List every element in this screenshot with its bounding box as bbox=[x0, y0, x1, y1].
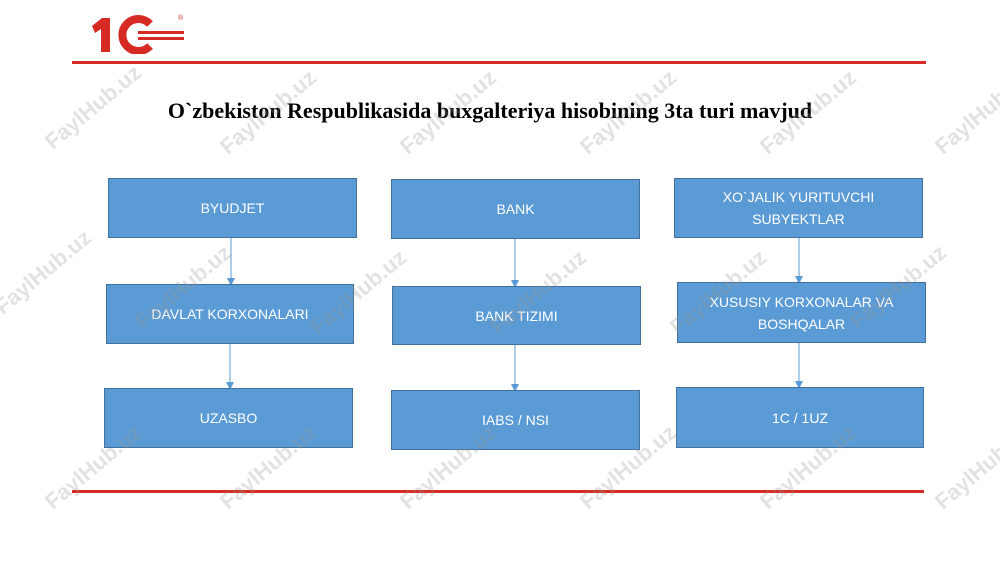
box-xojalik-yurituvchi-subyektlar: XO`JALIK YURITUVCHI SUBYEKTLAR bbox=[674, 178, 923, 238]
box-byudjet: BYUDJET bbox=[108, 178, 357, 238]
box-bank: BANK bbox=[391, 179, 640, 239]
box-bank-tizimi: BANK TIZIMI bbox=[392, 286, 641, 345]
top-divider bbox=[72, 61, 926, 64]
box-uzasbo: UZASBO bbox=[104, 388, 353, 448]
box-davlat-korxonalari: DAVLAT KORXONALARI bbox=[106, 284, 354, 344]
box-1c-1uz: 1C / 1UZ bbox=[676, 387, 924, 448]
box-iabs-nsi: IABS / NSI bbox=[391, 390, 640, 450]
bottom-divider bbox=[72, 490, 924, 493]
box-xususiy-korxonalar: XUSUSIY KORXONALAR VA BOSHQALAR bbox=[677, 282, 926, 343]
page-title: O`zbekiston Respublikasida buxgalteriya … bbox=[167, 98, 813, 123]
1c-logo: ® bbox=[92, 14, 184, 54]
registered-mark: ® bbox=[178, 14, 184, 22]
